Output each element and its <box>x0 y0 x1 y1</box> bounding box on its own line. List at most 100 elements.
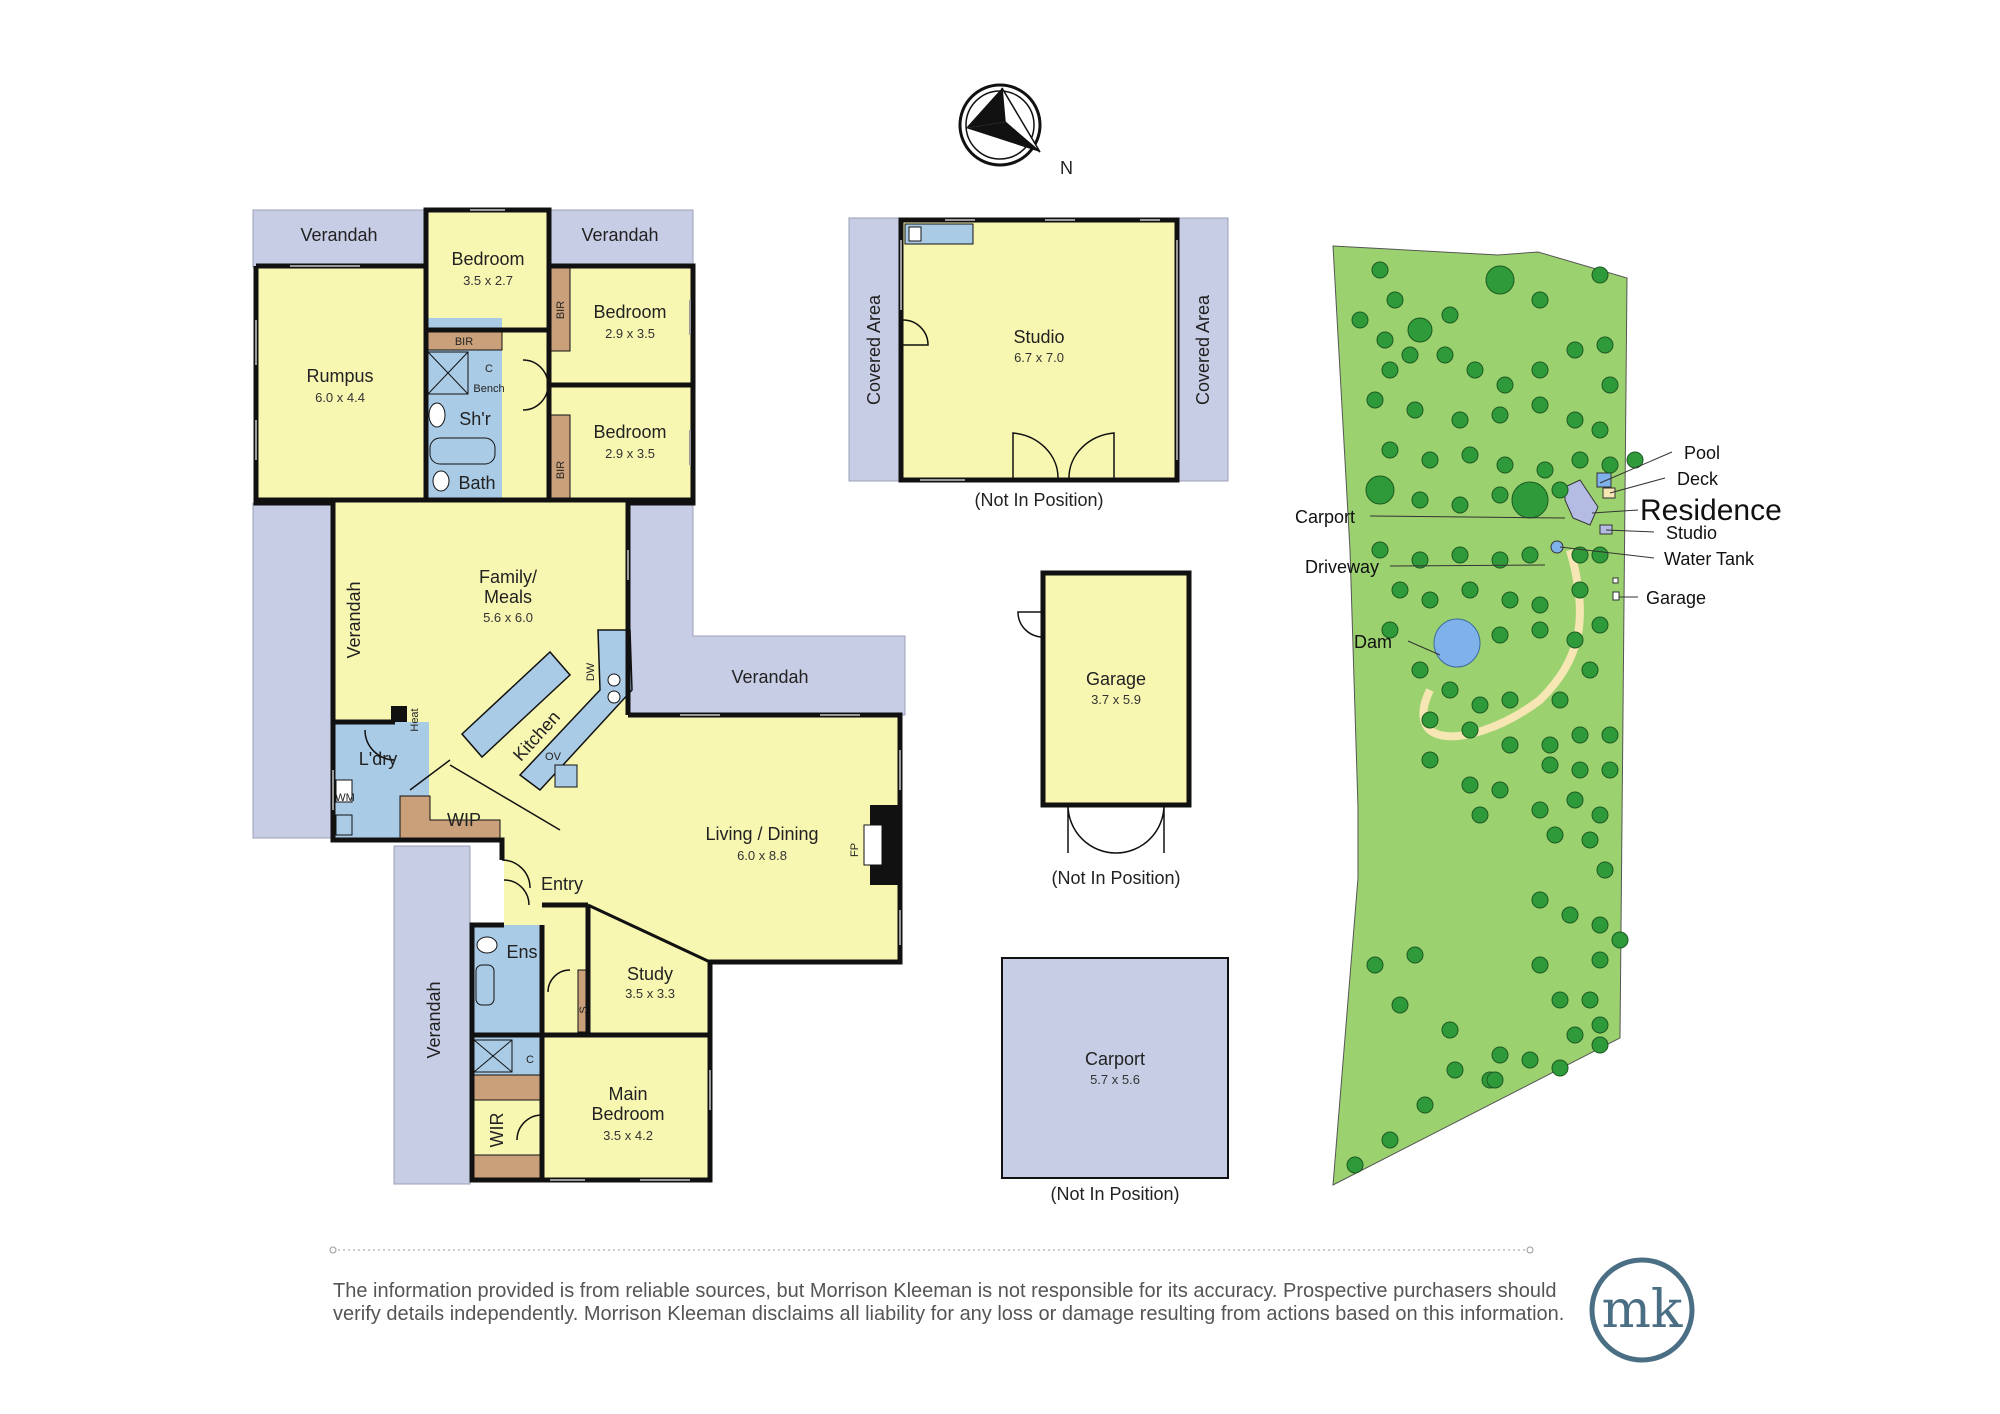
main-bedroom-label-line2: Bedroom <box>591 1104 664 1124</box>
site-tree <box>1501 736 1519 754</box>
site-tree <box>1521 1051 1539 1069</box>
living-size: 6.0 x 8.8 <box>737 848 787 863</box>
site-tree <box>1591 806 1609 824</box>
site-tree <box>1451 411 1469 429</box>
site-tree <box>1601 456 1619 474</box>
site-tree <box>1551 691 1569 709</box>
disclaimer-line-1: The information provided is from reliabl… <box>333 1280 1557 1302</box>
site-deck <box>1602 487 1616 499</box>
bench-label: Bench <box>473 383 504 395</box>
site-tree <box>1491 1046 1509 1064</box>
verandah-top-right <box>548 209 694 268</box>
site-tree <box>1441 1021 1459 1039</box>
covered-area-right-label: Covered Area <box>1193 294 1213 405</box>
verandah-bottom-left-label: Verandah <box>424 981 444 1058</box>
site-tree <box>1381 441 1399 459</box>
garage-label: Garage <box>1086 669 1146 689</box>
entry-label: Entry <box>541 874 583 894</box>
ensuite-label: Ens <box>506 942 537 962</box>
s-label: S <box>578 1006 590 1013</box>
site-tree <box>1501 691 1519 709</box>
site-deck-label: Deck <box>1677 469 1719 489</box>
bir-3-label: BIR <box>555 461 567 479</box>
bedroom-3-label: Bedroom <box>593 422 666 442</box>
bir-2-label: BIR <box>455 336 473 348</box>
garage-size: 3.7 x 5.9 <box>1091 692 1141 707</box>
site-tree <box>1461 446 1479 464</box>
site-tree <box>1591 1016 1609 1034</box>
site-trees <box>1346 261 1644 1174</box>
covered-area-left-label: Covered Area <box>864 294 884 405</box>
site-carport-mark <box>1612 577 1619 584</box>
site-tree <box>1381 621 1399 639</box>
site-tree <box>1386 291 1404 309</box>
site-tree <box>1551 1059 1569 1077</box>
living-label: Living / Dining <box>705 824 818 844</box>
site-tree <box>1566 411 1584 429</box>
shower-label: Sh'r <box>459 409 490 429</box>
site-tree <box>1391 581 1409 599</box>
site-tree <box>1421 711 1439 729</box>
main-house-plan: Verandah Verandah Verandah Verandah Vera… <box>252 207 906 1185</box>
family-label-line1: Family/ <box>479 567 537 587</box>
family-size: 5.6 x 6.0 <box>483 610 533 625</box>
site-tree <box>1421 451 1439 469</box>
site-tree <box>1571 726 1589 744</box>
site-tree <box>1391 996 1409 1014</box>
ov-label: OV <box>545 751 562 763</box>
wm-label: WM <box>335 792 355 804</box>
site-tree <box>1371 261 1389 279</box>
studio-label: Studio <box>1013 327 1064 347</box>
bir-robe-3 <box>549 414 571 501</box>
site-tree <box>1411 551 1429 569</box>
site-tree <box>1451 496 1469 514</box>
site-dam <box>1433 618 1481 668</box>
site-tree <box>1581 831 1599 849</box>
site-tree <box>1536 461 1554 479</box>
bedroom-1-size: 3.5 x 2.7 <box>463 273 513 288</box>
carport-area <box>1001 957 1229 1179</box>
site-tree <box>1446 1061 1464 1079</box>
site-residence <box>1564 479 1599 526</box>
site-tree <box>1561 906 1579 924</box>
site-tree <box>1591 951 1609 969</box>
study-size: 3.5 x 3.3 <box>625 986 675 1001</box>
site-tree <box>1521 546 1539 564</box>
site-tree <box>1571 546 1589 564</box>
carport-size: 5.7 x 5.6 <box>1090 1072 1140 1087</box>
site-tree <box>1566 341 1584 359</box>
kitchen-island <box>460 650 572 759</box>
site-studio <box>1599 524 1613 535</box>
bedroom-3-size: 2.9 x 3.5 <box>605 446 655 461</box>
site-tree <box>1491 781 1509 799</box>
studio-plan: Studio 6.7 x 7.0 Covered Area Covered Ar… <box>848 217 1229 510</box>
dw-label: DW <box>585 662 597 681</box>
site-tree <box>1531 956 1549 974</box>
site-tree <box>1471 806 1489 824</box>
site-tree <box>1571 581 1589 599</box>
c-2-label: C <box>526 1054 534 1066</box>
verandah-left-label: Verandah <box>344 581 364 658</box>
site-tree <box>1571 451 1589 469</box>
c-1-label: C <box>485 363 493 375</box>
site-water-tank-label: Water Tank <box>1664 549 1755 569</box>
site-tree <box>1486 1071 1504 1089</box>
site-tree <box>1411 491 1429 509</box>
site-tree <box>1407 317 1433 343</box>
site-tree <box>1491 551 1509 569</box>
compass-rose: N <box>958 83 1073 178</box>
study-label: Study <box>627 964 673 984</box>
bath-label: Bath <box>458 473 495 493</box>
site-tree <box>1601 376 1619 394</box>
site-studio-label: Studio <box>1666 523 1717 543</box>
c-robe <box>471 1074 543 1101</box>
site-tree <box>1346 1156 1364 1174</box>
bedroom-2-size: 2.9 x 3.5 <box>605 326 655 341</box>
studio-size: 6.7 x 7.0 <box>1014 350 1064 365</box>
site-residence-label: Residence <box>1640 494 1782 527</box>
site-tree <box>1411 661 1429 679</box>
site-tree <box>1485 265 1515 295</box>
carport-note: (Not In Position) <box>1050 1184 1179 1204</box>
garage-plan: Garage 3.7 x 5.9 (Not In Position) <box>1017 570 1192 888</box>
